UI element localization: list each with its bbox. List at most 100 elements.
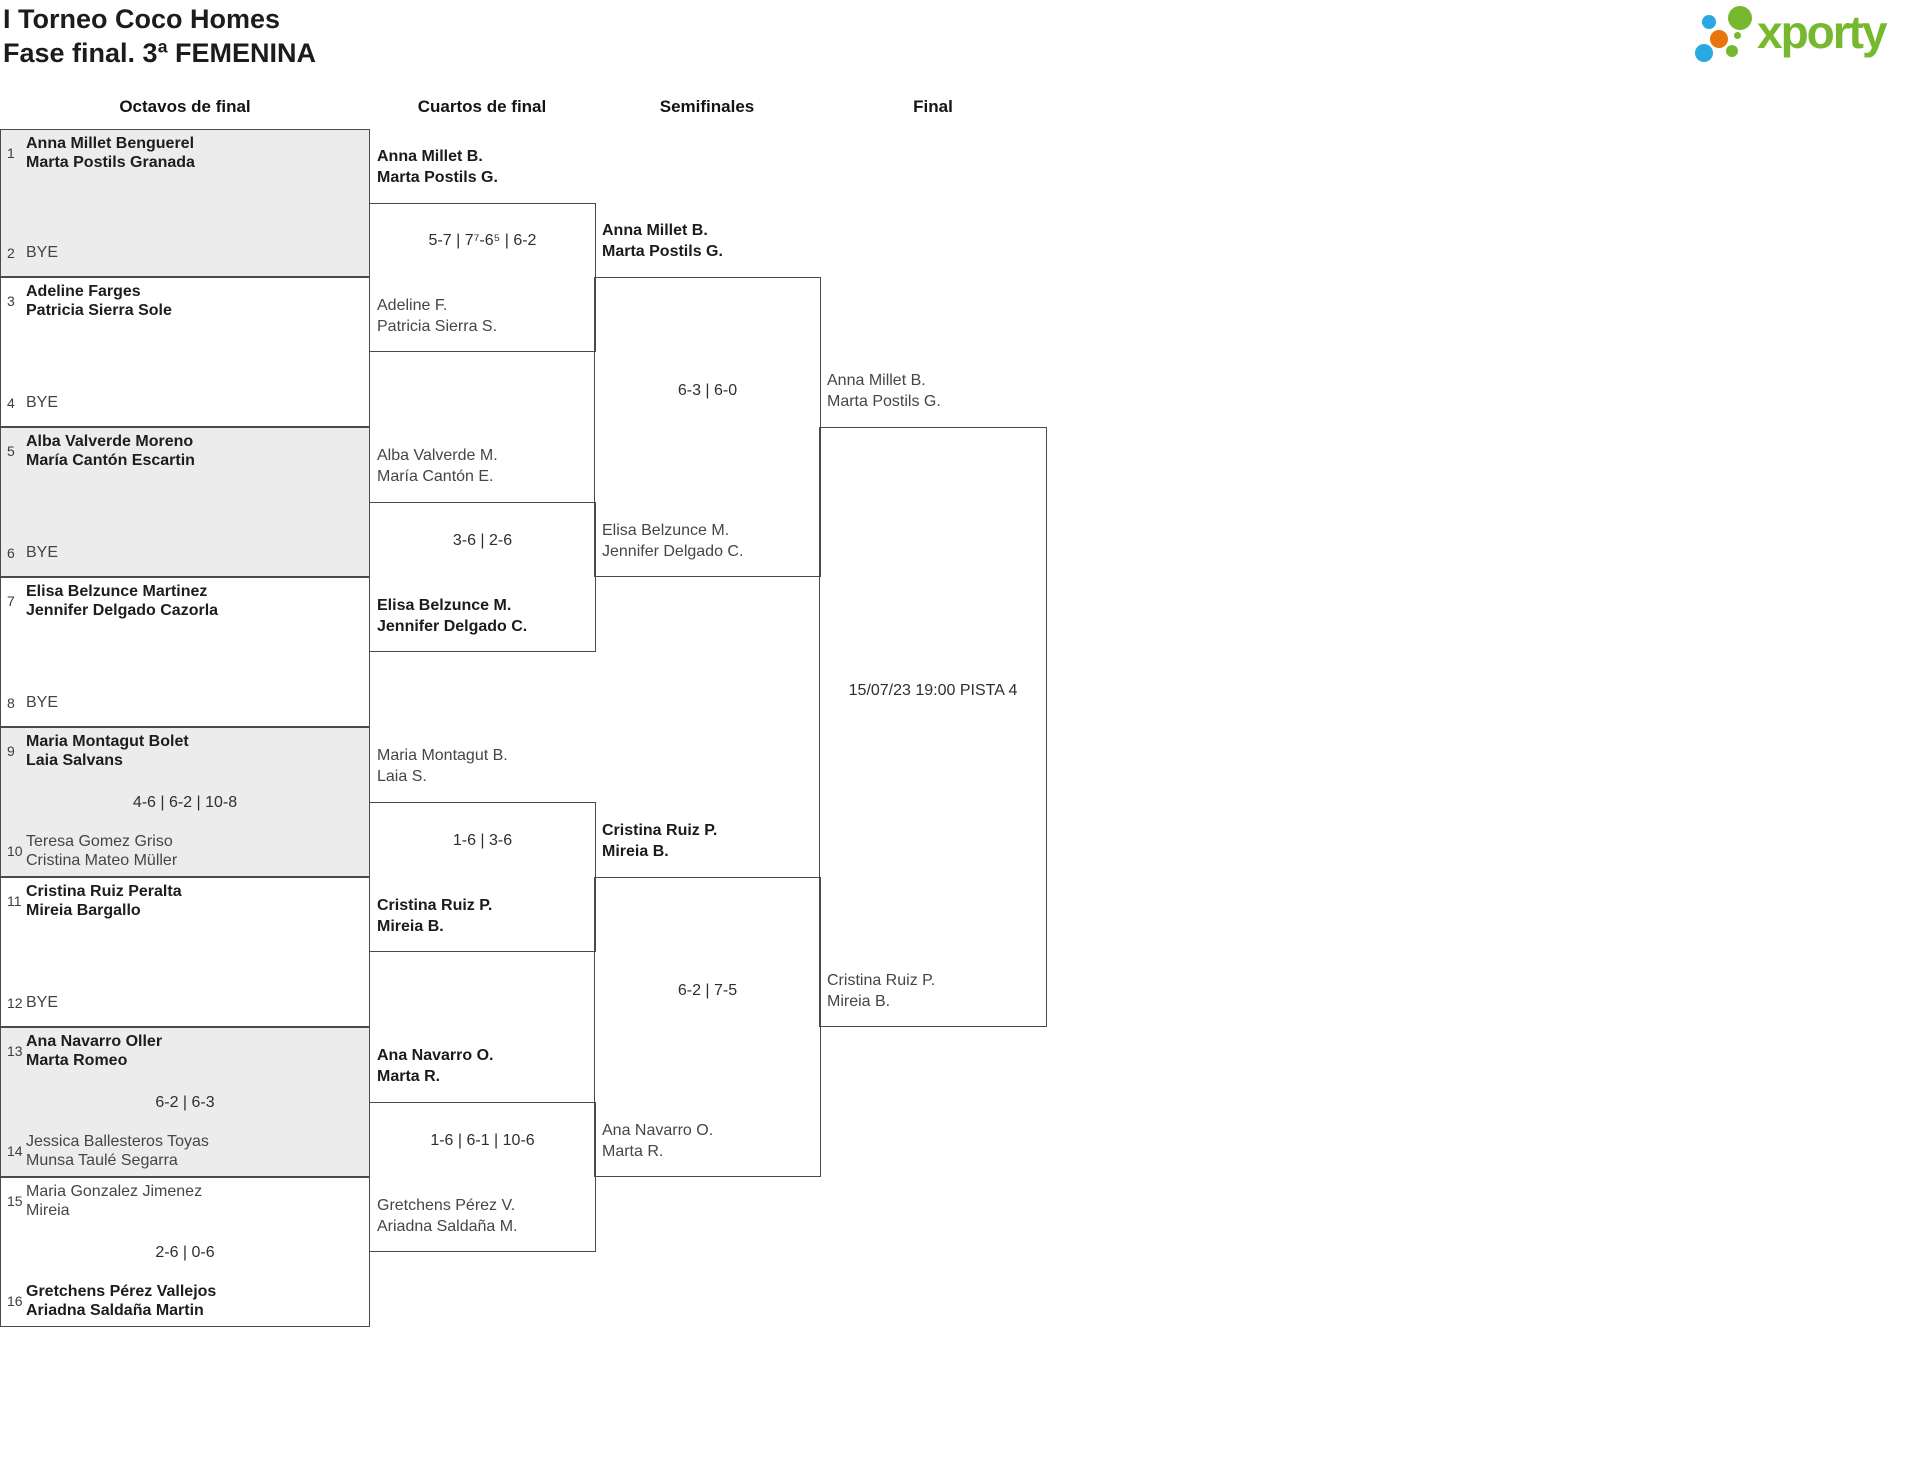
sf-2-score: 6-2 | 7-5 (677, 982, 738, 999)
team-name: Teresa Gomez Griso (26, 833, 173, 850)
round-header-final: Final (913, 97, 953, 116)
qf-3-score: 1-6 | 3-6 (452, 832, 513, 849)
r16-match-4-box (0, 577, 370, 727)
r16-match-5-box (0, 727, 370, 877)
team-name: Cristina Mateo Müller (26, 852, 178, 869)
round-header-cuartos: Cuartos de final (417, 97, 547, 116)
team-name: Mireia (26, 1202, 70, 1219)
team-name: Alba Valverde Moreno (26, 433, 194, 450)
team-name: Jennifer Delgado Cazorla (26, 602, 219, 619)
seed-number: 6 (7, 544, 15, 561)
team-name: Ana Navarro Oller (26, 1033, 163, 1050)
seed-number: 14 (7, 1143, 23, 1159)
seed-number: 9 (7, 743, 15, 759)
r16-slot-12-row: 12 BYE (0, 993, 368, 1012)
r16-slot-8-row: 8 BYE (0, 693, 368, 712)
sf-2-top-team[interactable]: Cristina Ruiz P.Mireia B. (602, 822, 718, 860)
qf-2-top-team[interactable]: Alba Valverde M.María Cantón E. (377, 447, 498, 485)
bye-label: BYE (26, 694, 59, 711)
r16-match-5-score: 4-6 | 6-2 | 10-8 (132, 794, 238, 811)
qf-3-top-team[interactable]: Maria Montagut B.Laia S. (377, 747, 508, 785)
team-name: Ariadna Saldaña Martin (26, 1302, 204, 1319)
r16-slot-2-row: 2 BYE (0, 243, 368, 262)
seed-number: 10 (7, 843, 23, 859)
team-name: Munsa Taulé Segarra (26, 1152, 178, 1169)
qf-3-bottom-team[interactable]: Cristina Ruiz P.Mireia B. (377, 897, 493, 935)
logo-wordmark: xporty (1757, 6, 1888, 58)
r16-match-8-score: 2-6 | 0-6 (155, 1244, 215, 1261)
qf-1-score: 5-7 | 7⁷-6⁵ | 6-2 (428, 232, 537, 249)
r16-match-7-score: 6-2 | 6-3 (155, 1094, 215, 1111)
team-name: Maria Gonzalez Jimenez (26, 1183, 203, 1200)
seed-number: 11 (7, 893, 22, 909)
seed-number: 1 (7, 145, 15, 161)
r16-match-8-box (0, 1177, 370, 1327)
seed-number: 15 (7, 1193, 23, 1209)
logo-dot-icon (1728, 6, 1752, 30)
final-box (819, 427, 1047, 1027)
final-top-team[interactable]: Anna Millet B.Marta Postils G. (827, 372, 941, 410)
sf-2-bottom-team[interactable]: Ana Navarro O.Marta R. (602, 1122, 714, 1160)
sf-1-bottom-team[interactable]: Elisa Belzunce M.Jennifer Delgado C. (602, 522, 744, 560)
bye-label: BYE (26, 394, 59, 411)
final-bottom-team[interactable]: Cristina Ruiz P.Mireia B. (827, 972, 936, 1010)
team-name: Mireia Bargallo (26, 902, 141, 919)
r16-match-2-box (0, 277, 370, 427)
team-name: Maria Montagut Bolet (26, 733, 189, 750)
team-name: Elisa Belzunce Martinez (26, 583, 208, 600)
r16-match-7-box (0, 1027, 370, 1177)
qf-4-box (369, 1102, 596, 1252)
r16-match-3-box (0, 427, 370, 577)
qf-1-top-team[interactable]: Anna Millet B.Marta Postils G. (377, 148, 498, 186)
team-name: Jessica Ballesteros Toyas (26, 1133, 209, 1150)
sf-2-box (594, 877, 821, 1177)
qf-2-bottom-team[interactable]: Elisa Belzunce M.Jennifer Delgado C. (377, 597, 528, 635)
team-name: Marta Postils Granada (26, 154, 195, 171)
logo-dot-icon (1695, 44, 1713, 62)
seed-number: 2 (7, 244, 15, 261)
seed-number: 7 (7, 593, 15, 609)
team-name: Laia Salvans (26, 752, 123, 769)
logo-dot-icon (1726, 45, 1738, 57)
sf-1-score: 6-3 | 6-0 (677, 382, 738, 399)
team-name: María Cantón Escartin (26, 452, 195, 469)
bye-label: BYE (26, 994, 59, 1011)
qf-4-bottom-team[interactable]: Gretchens Pérez V.Ariadna Saldaña M. (377, 1197, 518, 1235)
seed-number: 13 (7, 1043, 23, 1059)
tournament-name: I Torneo Coco Homes (3, 4, 281, 34)
qf-2-score: 3-6 | 2-6 (452, 532, 513, 549)
team-name: Adeline Farges (26, 283, 141, 300)
final-schedule: 15/07/23 19:00 PISTA 4 (848, 682, 1018, 699)
seed-number: 5 (7, 443, 15, 459)
team-name: Cristina Ruiz Peralta (26, 883, 182, 900)
seed-number: 12 (7, 994, 23, 1011)
qf-4-top-team[interactable]: Ana Navarro O.Marta R. (377, 1047, 494, 1085)
team-name: Gretchens Pérez Vallejos (26, 1283, 217, 1300)
team-name: Patricia Sierra Sole (26, 302, 172, 319)
page-title: I Torneo Coco Homes Fase final. 3ª FEMEN… (3, 2, 316, 70)
bye-label: BYE (26, 244, 59, 261)
logo-dot-icon (1710, 30, 1728, 48)
team-name: Anna Millet Benguerel (26, 135, 195, 152)
phase-category: Fase final. 3ª FEMENINA (3, 38, 317, 68)
qf-1-bottom-team[interactable]: Adeline F.Patricia Sierra S. (377, 297, 498, 335)
r16-slot-4-row: 4 BYE (0, 393, 368, 412)
team-name: Marta Romeo (26, 1052, 128, 1069)
seed-number: 16 (7, 1293, 23, 1309)
logo-dot-icon (1702, 15, 1716, 29)
sf-1-top-team[interactable]: Anna Millet B.Marta Postils G. (602, 222, 723, 260)
logo-dot-icon (1734, 32, 1741, 39)
seed-number: 3 (7, 293, 15, 309)
